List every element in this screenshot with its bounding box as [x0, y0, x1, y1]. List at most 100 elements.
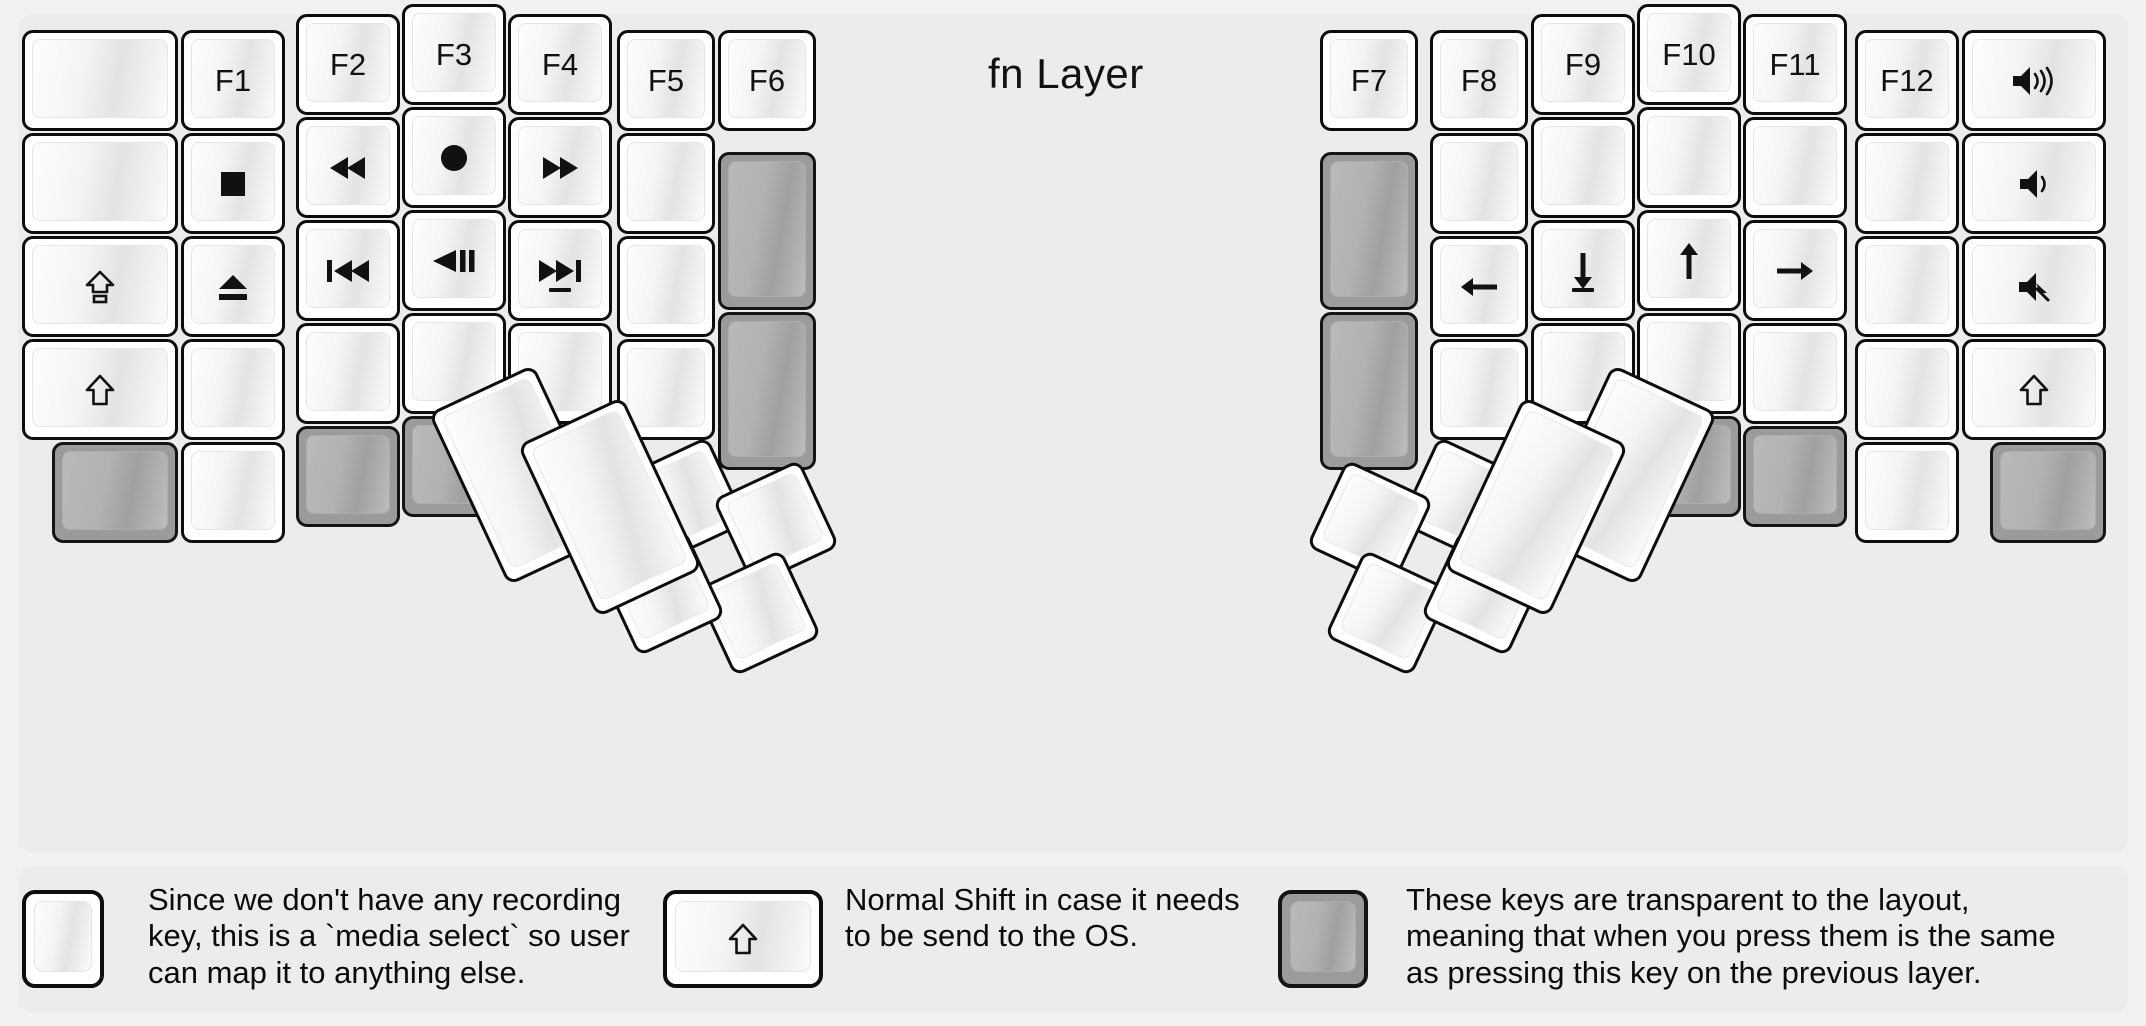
- key-media-rewind[interactable]: [296, 117, 400, 218]
- key-f9[interactable]: F9: [1531, 14, 1635, 115]
- keycap-surface: [191, 142, 275, 221]
- keycap-surface: [191, 348, 275, 427]
- left-key-c1r5-transparent-5[interactable]: [52, 442, 178, 543]
- left-key-c3r4-blank-4[interactable]: [296, 323, 400, 424]
- keycap-surface: [1753, 126, 1837, 205]
- keycap-surface: [1865, 451, 1949, 530]
- left-key-c2r5-blank-5[interactable]: [181, 442, 285, 543]
- right-key-c3r2-blank-2[interactable]: [1531, 117, 1635, 218]
- key-media-next-track[interactable]: [508, 220, 612, 321]
- key-arrow-up[interactable]: [1637, 210, 1741, 311]
- page-title: fn Layer: [988, 50, 1144, 97]
- keycap-surface: [1541, 23, 1625, 102]
- keycap-surface: [2000, 451, 2096, 530]
- keycap-surface: [1865, 142, 1949, 221]
- key-media-fast-forward[interactable]: [508, 117, 612, 218]
- key-f2[interactable]: F2: [296, 14, 400, 115]
- legend-text-2: Normal Shift in case it needs to be send…: [845, 882, 1240, 954]
- key-arrow-left[interactable]: [1430, 236, 1528, 337]
- keycap-surface: [306, 229, 390, 308]
- right-key-c1r3-transparent-3[interactable]: [1320, 312, 1418, 470]
- key-f7[interactable]: F7: [1320, 30, 1418, 131]
- key-arrow-down[interactable]: [1531, 220, 1635, 321]
- key-volume-up[interactable]: [1962, 30, 2106, 131]
- key-f4[interactable]: F4: [508, 14, 612, 115]
- key-f1[interactable]: F1: [181, 30, 285, 131]
- right-key-c7r5-transparent-5[interactable]: [1990, 442, 2106, 543]
- left-key-c2r4-blank-4[interactable]: [181, 339, 285, 440]
- keycap-surface: [191, 245, 275, 324]
- keycap-surface: [1753, 229, 1837, 308]
- right-key-c5r4-blank-4[interactable]: [1743, 323, 1847, 424]
- right-key-c2r4-blank-4[interactable]: [1430, 339, 1528, 440]
- left-key-c3r5-transparent-5[interactable]: [296, 426, 400, 527]
- key-f8[interactable]: F8: [1430, 30, 1528, 131]
- keycap-surface: [627, 348, 705, 427]
- keycap-surface: [1330, 321, 1408, 457]
- keycap-surface: [306, 435, 390, 514]
- keycap-surface: [1753, 435, 1837, 514]
- keycap-surface: [1647, 13, 1731, 92]
- right-key-c6r5-blank-5[interactable]: [1855, 442, 1959, 543]
- key-media-eject[interactable]: [181, 236, 285, 337]
- legend-text-1: Since we don't have any recording key, t…: [148, 882, 630, 990]
- key-f11[interactable]: F11: [1743, 14, 1847, 115]
- right-key-c4r2-blank-2[interactable]: [1637, 107, 1741, 208]
- keycap-surface: [191, 39, 275, 118]
- right-key-c5r5-transparent-5[interactable]: [1743, 426, 1847, 527]
- keycap-surface: [1440, 142, 1518, 221]
- key-shift-arrow[interactable]: [1962, 339, 2106, 440]
- left-key-c6r3-blank-3[interactable]: [617, 236, 715, 337]
- key-media-stop[interactable]: [181, 133, 285, 234]
- keycap-surface: [1541, 229, 1625, 308]
- keycap-surface: [1440, 348, 1518, 427]
- key-volume-down[interactable]: [1962, 133, 2106, 234]
- key-caps-lock[interactable]: [22, 236, 178, 337]
- key-media-record[interactable]: [402, 107, 506, 208]
- keycap-surface: [728, 39, 806, 118]
- key-shift-arrow[interactable]: [22, 339, 178, 440]
- keycap-surface: [518, 23, 602, 102]
- key-f5[interactable]: F5: [617, 30, 715, 131]
- keycap-surface: [627, 39, 705, 118]
- legend-panel: [18, 866, 2128, 1012]
- left-key-c7r3-transparent-3[interactable]: [718, 312, 816, 470]
- keycap-surface: [32, 348, 168, 427]
- right-key-c6r4-blank-4[interactable]: [1855, 339, 1959, 440]
- right-key-c5r2-blank-2[interactable]: [1743, 117, 1847, 218]
- key-secondary-bar: [549, 288, 571, 292]
- keycap-surface: [1972, 348, 2096, 427]
- right-key-c6r2-blank-2[interactable]: [1855, 133, 1959, 234]
- keycap-surface: [1753, 332, 1837, 411]
- left-key-c7r2-transparent-2[interactable]: [718, 152, 816, 310]
- keycap-surface: [1290, 901, 1356, 972]
- legend-key-1: [22, 890, 104, 988]
- right-key-c2r2-blank-2[interactable]: [1430, 133, 1528, 234]
- keycap-surface: [1440, 39, 1518, 118]
- key-media-play-pause[interactable]: [402, 210, 506, 311]
- keycap-surface: [412, 13, 496, 92]
- left-key-c6r2-blank-2[interactable]: [617, 133, 715, 234]
- left-key-c1r1-blank-1[interactable]: [22, 30, 178, 131]
- legend-key-2: [663, 890, 823, 988]
- right-key-c6r3-blank-3[interactable]: [1855, 236, 1959, 337]
- keycap-surface: [728, 321, 806, 457]
- key-volume-mute[interactable]: [1962, 236, 2106, 337]
- key-arrow-right[interactable]: [1743, 220, 1847, 321]
- key-f6[interactable]: F6: [718, 30, 816, 131]
- keycap-surface: [1972, 142, 2096, 221]
- key-media-previous-track[interactable]: [296, 220, 400, 321]
- right-key-c1r2-transparent-2[interactable]: [1320, 152, 1418, 310]
- keycap-surface: [728, 161, 806, 297]
- key-f3[interactable]: F3: [402, 4, 506, 105]
- keycap-surface: [191, 451, 275, 530]
- keycap-surface: [1330, 161, 1408, 297]
- key-f10[interactable]: F10: [1637, 4, 1741, 105]
- keycap-surface: [306, 23, 390, 102]
- keycap-surface: [32, 245, 168, 324]
- key-f12[interactable]: F12: [1855, 30, 1959, 131]
- left-key-c1r2-blank-2[interactable]: [22, 133, 178, 234]
- keycap-surface: [1440, 245, 1518, 324]
- keycap-surface: [412, 116, 496, 195]
